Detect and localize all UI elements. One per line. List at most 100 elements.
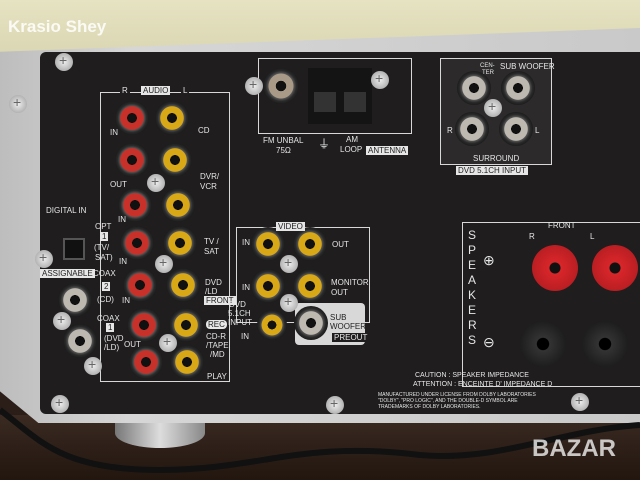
opt-src2-label: SAT) [95, 253, 113, 262]
subwoofer-preout-jack[interactable] [294, 306, 328, 340]
front-speakers-label: FRONT [548, 221, 576, 230]
dvd-in-l-jack[interactable] [166, 268, 200, 302]
receiver-foot [115, 418, 205, 448]
monitor-in-jack[interactable] [251, 269, 285, 303]
dvd51-sub-label: SUB WOOFER [500, 62, 555, 71]
ld-label: /LD [205, 287, 218, 296]
center-jack[interactable] [457, 71, 491, 105]
fm-antenna-jack[interactable] [263, 68, 299, 104]
tape-label: /TAPE [206, 341, 229, 350]
surround-r-jack[interactable] [455, 112, 489, 146]
fm-ohm-label: 75Ω [276, 146, 291, 155]
minus-icon: ⊖ [483, 334, 495, 350]
screw [571, 392, 589, 411]
speakers-section [462, 222, 640, 387]
tv-in-l-jack[interactable] [163, 226, 197, 260]
dvd-in-label: IN [122, 296, 130, 305]
front-r-minus-terminal[interactable] [520, 321, 566, 367]
front-r-plus-terminal[interactable] [532, 245, 578, 291]
screw [159, 333, 177, 352]
md-label: /MD [210, 350, 225, 359]
dvd51-video-jack[interactable] [257, 310, 287, 340]
watermark-top: Krasio Shey [8, 17, 107, 36]
screw [84, 356, 102, 375]
tv-in-label: IN [119, 257, 127, 266]
video-in-jack[interactable] [251, 227, 285, 261]
coax2-src-label: (CD) [97, 295, 114, 304]
coax1-jack[interactable] [63, 324, 97, 358]
screw [55, 52, 73, 71]
ground-icon: ⏚ [318, 137, 331, 151]
play-label: PLAY [207, 372, 227, 381]
optical-input[interactable] [63, 238, 85, 260]
dvr-out-r-jack[interactable] [115, 143, 149, 177]
screw [53, 311, 71, 330]
dvd51-in-label: IN [241, 332, 249, 341]
vcr-label: VCR [200, 182, 217, 191]
attention-text: ATTENTION : ENCEINTE D' IMPEDANCE D [413, 381, 553, 388]
sat-label: SAT [204, 247, 219, 256]
cd-in-l-jack[interactable] [155, 101, 189, 135]
cdr-label: CD-R [206, 332, 226, 341]
coax1-src-label: (DVD [104, 334, 124, 343]
cd-in-r-jack[interactable] [115, 101, 149, 135]
video-out-label: OUT [332, 240, 349, 249]
play-in-l-jack[interactable] [170, 345, 204, 379]
screw [147, 173, 165, 192]
sub-label: SUB [330, 313, 347, 322]
woofer-label: WOOFER [330, 322, 366, 331]
dvd51-5ch-label: 5.1CH [228, 309, 251, 318]
dvr-in-r-jack[interactable] [118, 188, 152, 222]
speakers-title: SPEAKERS [468, 228, 477, 347]
front-l-plus-terminal[interactable] [592, 245, 638, 291]
speaker-r-label: R [529, 232, 535, 241]
antenna-section [258, 58, 412, 134]
am-label: AM [346, 135, 358, 144]
front-l-minus-terminal[interactable] [582, 321, 628, 367]
preout-label: PREOUT [332, 333, 370, 342]
coax1-src2-label: /LD) [104, 343, 120, 352]
surround-label: SURROUND [473, 154, 520, 163]
play-in-r-jack[interactable] [129, 345, 163, 379]
am-loop-label: LOOP [340, 145, 363, 154]
dolby-line-3: TRADEMARKS OF DOLBY LABORATORIES. [378, 404, 481, 410]
tv-in-r-jack[interactable] [120, 226, 154, 260]
subwoofer-in-jack[interactable] [501, 71, 535, 105]
dvr-out-label: OUT [110, 180, 127, 189]
dvr-out-l-jack[interactable] [158, 143, 192, 177]
screw [280, 293, 298, 312]
rec-out-r-jack[interactable] [127, 308, 161, 342]
coax1-num: 1 [106, 323, 115, 332]
dvd51-block-title: DVD 5.1CH INPUT [456, 166, 529, 175]
dvd51-input-label: INPUT [228, 318, 252, 327]
coax2-num: 2 [102, 282, 111, 291]
coax1-label: COAX [97, 314, 120, 323]
screw [9, 94, 27, 113]
cd-in-label: IN [110, 128, 118, 137]
opt-src-label: (TV/ [94, 243, 110, 252]
video-in-label: IN [242, 238, 250, 247]
caution-text: CAUTION : SPEAKER IMPEDANCE [415, 372, 529, 379]
fm-label: FM UNBAL [263, 136, 304, 145]
dvr-in-l-jack[interactable] [161, 188, 195, 222]
monitor-out-label: OUT [331, 288, 348, 297]
video-out-jack[interactable] [293, 227, 327, 261]
tv-label: TV / [204, 237, 219, 246]
watermark-bottom: BAZAR [532, 435, 616, 462]
opt-label: OPT [95, 222, 112, 231]
monitor-label: MONITOR [331, 278, 369, 287]
audio-l-label: L [181, 86, 190, 95]
rec-label: REC [206, 320, 227, 329]
dvr-in-label: IN [118, 215, 126, 224]
center-label: CEN- [480, 63, 495, 69]
dvd-in-r-jack[interactable] [123, 268, 157, 302]
cd-label: CD [198, 126, 210, 135]
video-title: VIDEO [276, 222, 305, 231]
coax2-label: COAX [93, 269, 116, 278]
am-terminals[interactable] [308, 68, 372, 124]
screw [371, 70, 389, 89]
dolby-line-2: "DOLBY", "PRO LOGIC", AND THE DOUBLE-D S… [378, 398, 518, 404]
surround-l-jack[interactable] [499, 112, 533, 146]
monitor-out-jack[interactable] [293, 269, 327, 303]
